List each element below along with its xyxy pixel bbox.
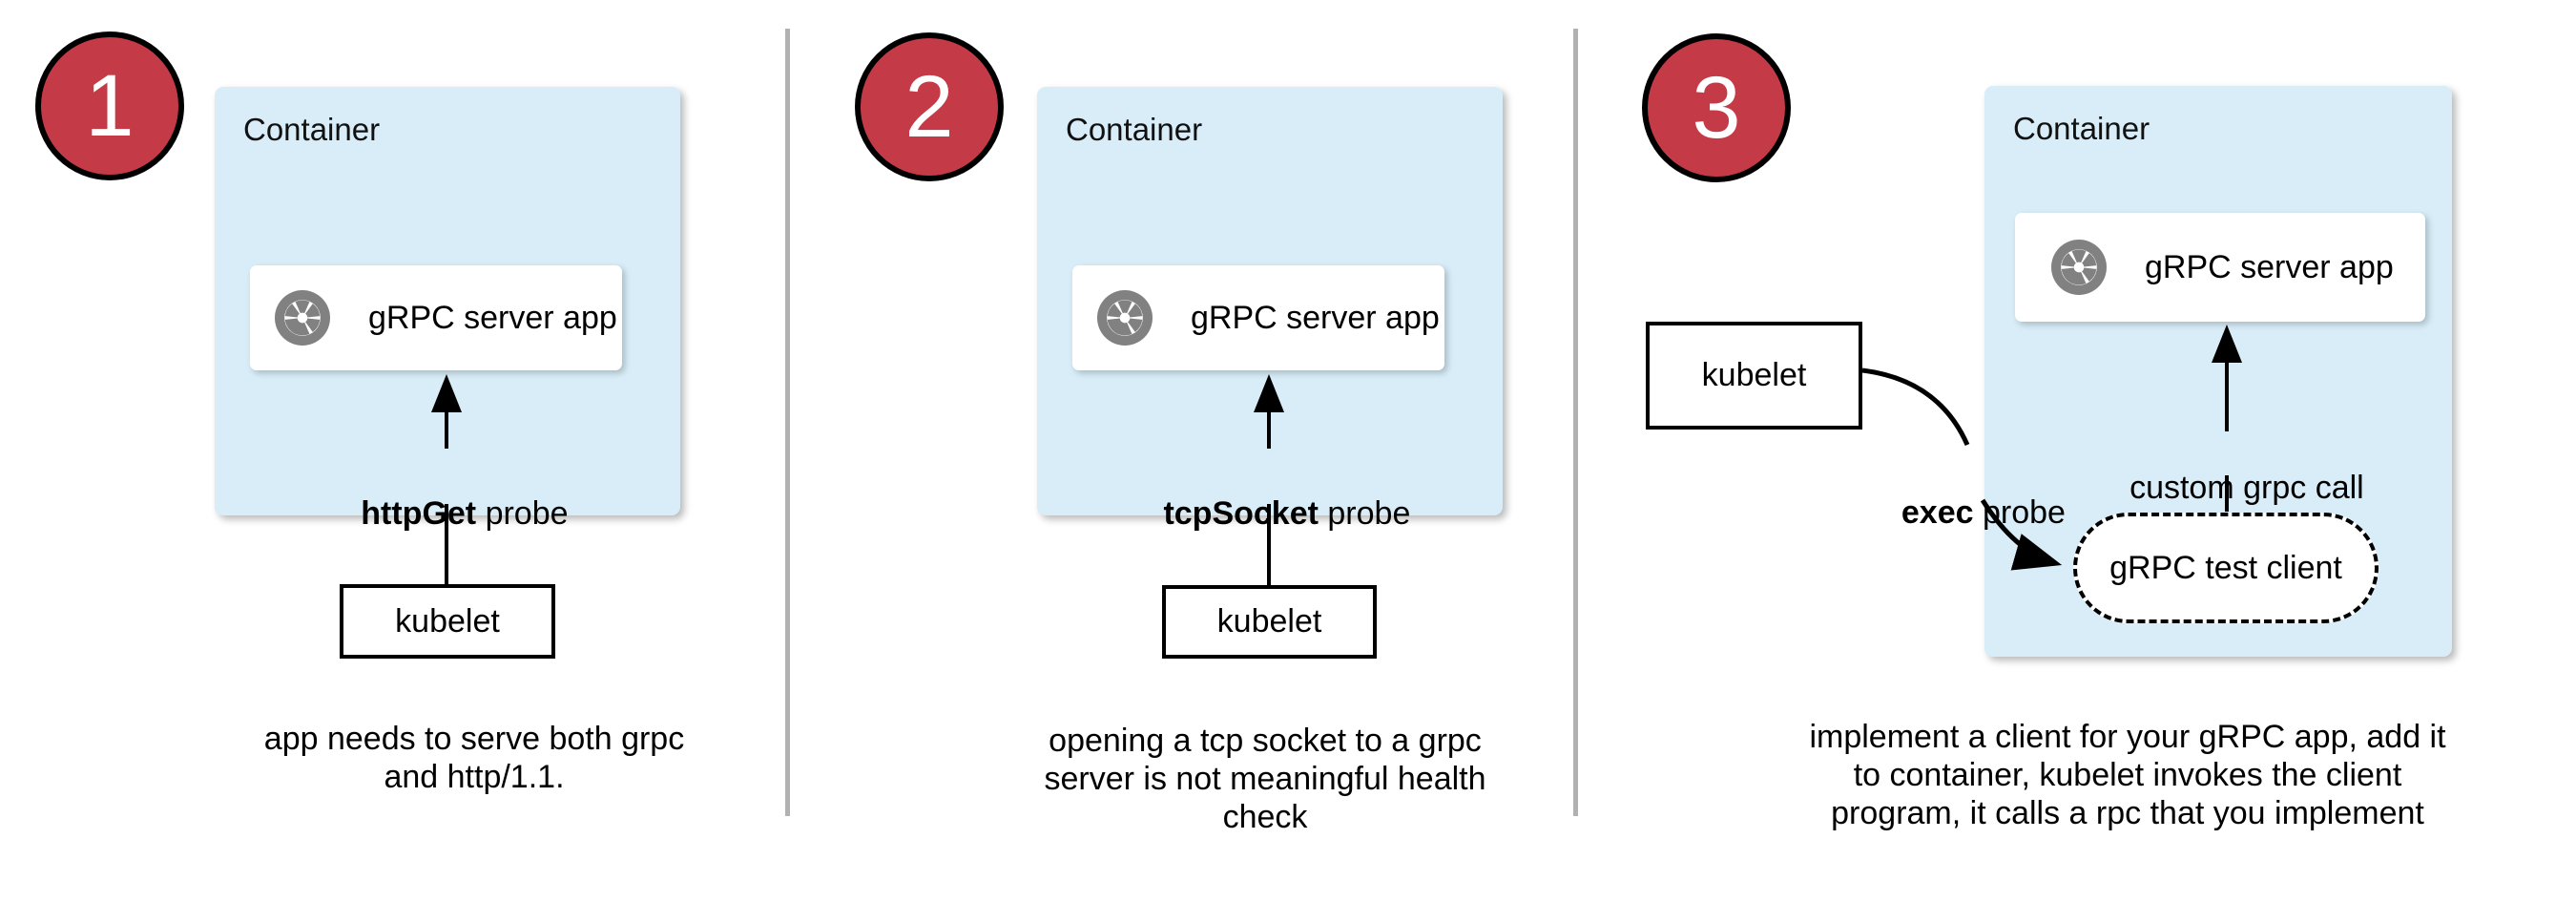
container-label: Container <box>1066 112 1203 147</box>
custom-grpc-call-label: custom grpc call <box>2129 470 2364 506</box>
probe-label-1: httpGet probe <box>361 495 569 532</box>
kubelet-label: kubelet <box>1701 357 1807 393</box>
aperture-icon <box>1097 290 1153 346</box>
kubelet-label: kubelet <box>1216 603 1322 640</box>
grpc-server-app-box-1: gRPC server app <box>250 265 622 370</box>
aperture-icon <box>275 290 330 346</box>
probe-label-3: exec probe <box>1901 494 2066 531</box>
step-badge-1: 1 <box>35 31 184 180</box>
step-badge-3: 3 <box>1642 33 1791 182</box>
app-label: gRPC server app <box>2145 248 2394 285</box>
app-label: gRPC server app <box>1191 299 1440 336</box>
caption-3: implement a client for your gRPC app, ad… <box>1809 719 2446 831</box>
step-number: 3 <box>1692 58 1741 157</box>
step-number: 1 <box>85 56 135 155</box>
kubelet-box-2: kubelet <box>1162 585 1377 659</box>
probe-label-2: tcpSocket probe <box>1163 495 1411 532</box>
grpc-server-app-box-2: gRPC server app <box>1072 265 1444 370</box>
panel-divider-1 <box>785 29 790 816</box>
caption-1: app needs to serve both grpc and http/1.… <box>263 721 685 795</box>
exec-probe-arrow-start <box>1861 367 1970 447</box>
kubelet-label: kubelet <box>395 602 500 640</box>
caption-2: opening a tcp socket to a grpc server is… <box>1044 723 1486 835</box>
kubelet-box-3: kubelet <box>1646 322 1862 430</box>
test-client-label: gRPC test client <box>2109 549 2342 586</box>
step-number: 2 <box>904 57 954 156</box>
grpc-server-app-box-3: gRPC server app <box>2015 213 2425 322</box>
container-label: Container <box>243 112 381 147</box>
aperture-icon <box>2051 240 2107 295</box>
grpc-test-client-box: gRPC test client <box>2073 513 2379 623</box>
kubelet-box-1: kubelet <box>340 584 555 659</box>
panel-divider-2 <box>1573 29 1578 816</box>
container-label: Container <box>2013 111 2150 146</box>
app-label: gRPC server app <box>368 299 617 336</box>
step-badge-2: 2 <box>855 32 1004 181</box>
